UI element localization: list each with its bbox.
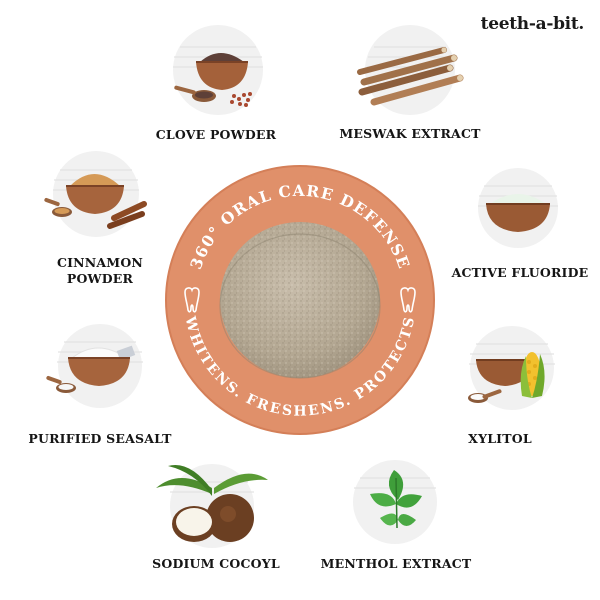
meswak-stick-icon [357, 25, 464, 115]
cinnamon-powder-icon [44, 151, 147, 237]
ingredient-label-clove-powder: CLOVE POWDER [155, 127, 277, 142]
ingredient-label-xylitol: XYLITOL [468, 431, 532, 446]
ingredient-label-purified-seasalt: PURIFIED SEASALT [28, 431, 172, 446]
coconut-icon [156, 464, 268, 548]
tooth-icon-left [184, 287, 200, 313]
clove-powder-icon [173, 25, 263, 115]
brand-logo: teeth-a-bit. [480, 14, 585, 34]
ingredient-label-menthol-extract: MENTHOL EXTRACT [320, 556, 472, 571]
ingredient-label-active-fluoride: ACTIVE FLUORIDE [451, 265, 589, 280]
tooth-icon-right [400, 287, 416, 313]
fluoride-bowl-icon [478, 168, 558, 248]
ingredient-label-meswak-extract: MESWAK EXTRACT [339, 126, 481, 141]
mint-leaf-icon [353, 460, 437, 544]
xylitol-corn-icon [468, 326, 555, 410]
seasalt-bowl-icon [46, 324, 143, 408]
ingredient-label-cinnamon-powder: CINNAMON POWDER [56, 255, 144, 286]
ingredient-label-sodium-cocoyl: SODIUM COCOYL [152, 556, 280, 571]
